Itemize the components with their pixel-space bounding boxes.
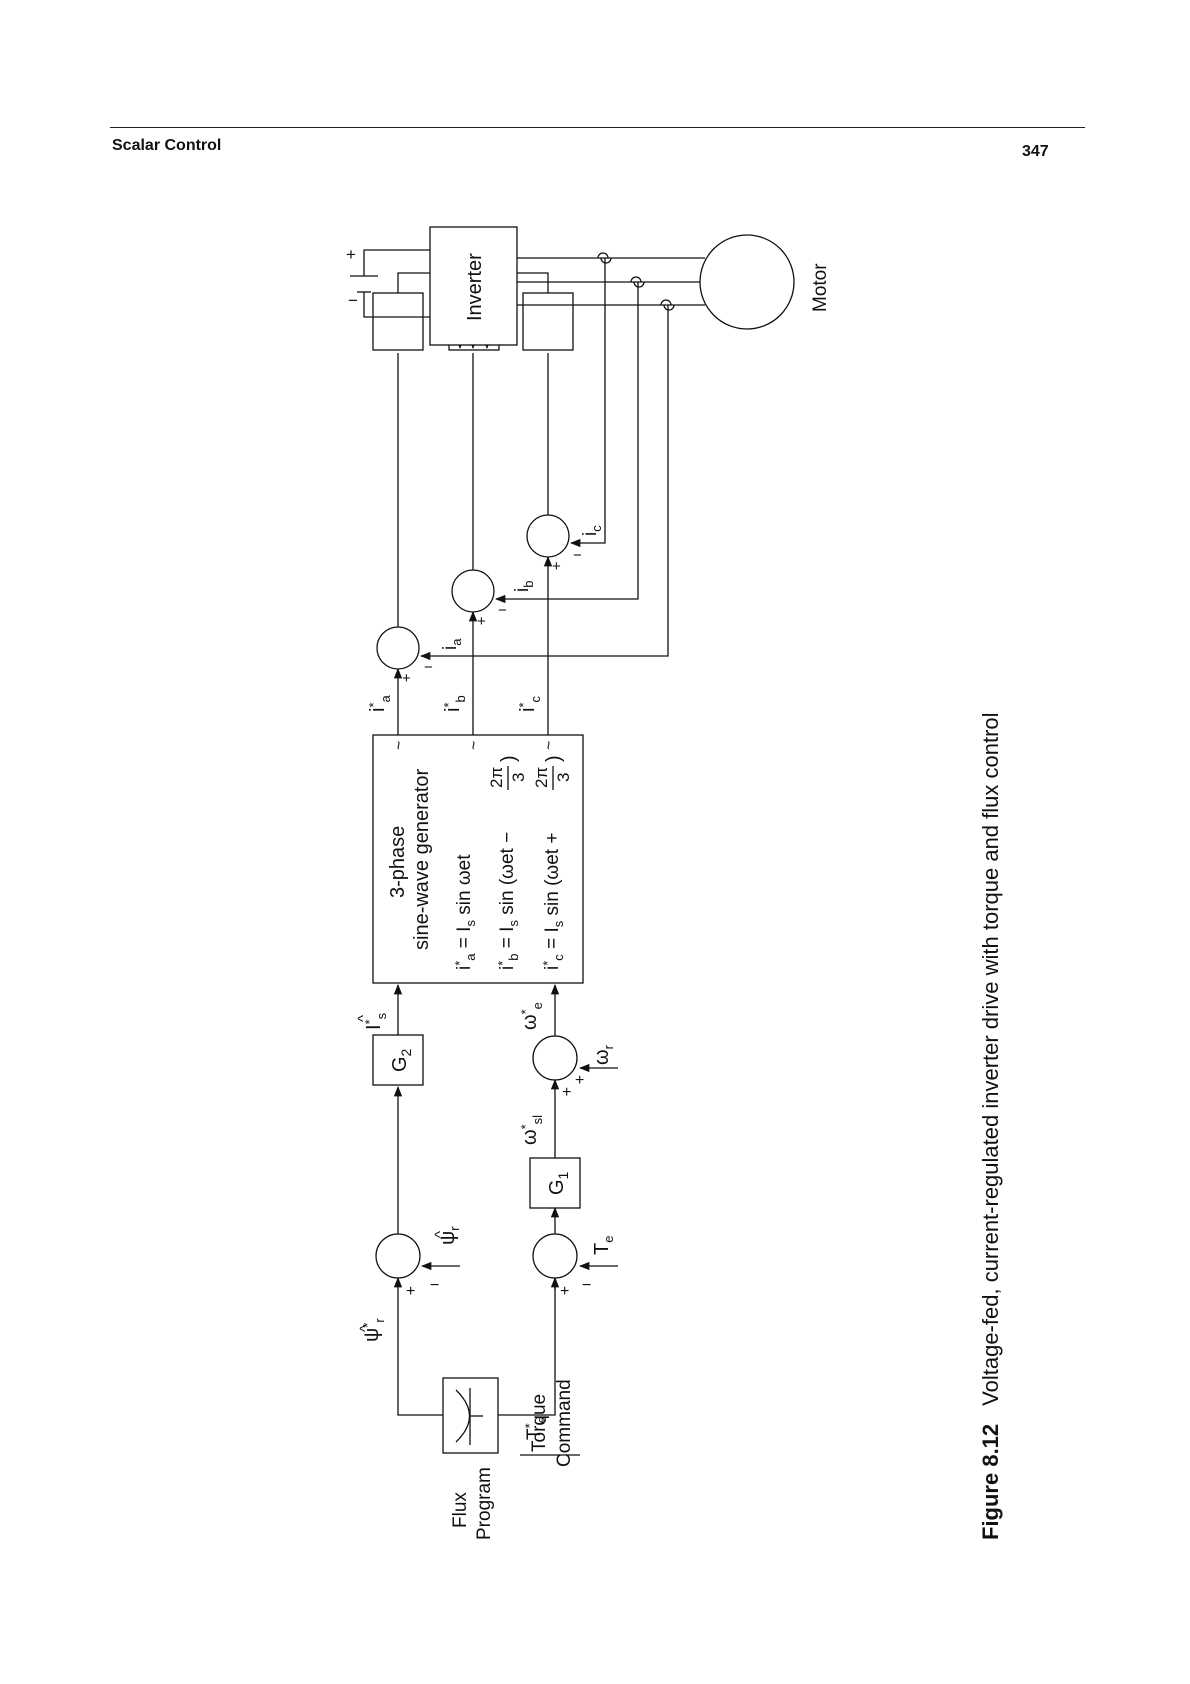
slip-ref-label: ω*sl [518, 1115, 545, 1145]
is-ref-hat: ^ [355, 1015, 372, 1022]
sine-symbol-b: ~ [466, 741, 483, 750]
torque-command-label-2: Command [554, 1379, 575, 1467]
equation-a: i*a = Is sin ωet [452, 854, 478, 970]
rotor-speed-label: ωr [591, 1044, 616, 1065]
fraction-b-close: ) [498, 755, 520, 762]
flux-program-label-2: Program [474, 1467, 495, 1540]
sine-wave-generator-block [372, 734, 584, 984]
generator-title-1: 3-phase [387, 826, 409, 898]
torque-sum-minus: − [582, 1277, 591, 1294]
torque-ref-label: T*e [522, 1416, 549, 1440]
inverter-block [429, 226, 518, 346]
dc-plus-label: + [346, 245, 356, 264]
ia-feedback-line [419, 305, 669, 661]
sine-symbol-a: ~ [391, 741, 408, 750]
equation-c: i*c = Is sin (ωet + [540, 833, 566, 970]
equation-b: i*b = Is sin (ωet − [495, 832, 521, 970]
torque-sum-plus: + [560, 1283, 569, 1300]
ic-sum-plus: + [552, 558, 561, 575]
torque-summing-junction [532, 1233, 578, 1279]
current-sensor-icons [597, 252, 675, 311]
controller-block-c [522, 292, 574, 351]
flux-feedback-label: ψr [437, 1226, 462, 1245]
sine-symbol-c: ~ [541, 741, 558, 750]
header-rule [110, 127, 1085, 128]
dc-source [350, 249, 430, 318]
speed-sum-plus-1: + [562, 1084, 571, 1101]
flux-ref-line [393, 1276, 443, 1416]
ia-ref-label: i*a [366, 694, 393, 712]
torque-ref-line [498, 1278, 556, 1416]
speed-summing-junction [532, 1035, 578, 1081]
is-ref-label: I*s [362, 1012, 389, 1030]
g2-block [372, 1034, 424, 1086]
generator-title-2: sine-wave generator [411, 768, 433, 950]
dc-minus-label: − [348, 291, 358, 310]
g2-label: G2 [389, 1048, 414, 1072]
flux-sum-minus: − [430, 1277, 439, 1294]
figure-caption: Figure 8.12Voltage-fed, current-regulate… [978, 712, 1003, 1540]
ib-sum-minus: − [498, 602, 507, 619]
ic-sum-minus: − [573, 547, 582, 564]
ib-summing-junction [451, 569, 495, 613]
fraction-c-num: 2π [532, 767, 551, 788]
fraction-c-den: 3 [554, 773, 573, 782]
flux-ref-hat: ^ [357, 1325, 374, 1332]
page-number: 347 [1022, 143, 1049, 160]
motor-label: Motor [810, 263, 831, 312]
controller-block-a [372, 292, 424, 351]
motor-symbol [699, 234, 795, 330]
fraction-b-num: 2π [487, 767, 506, 788]
torque-feedback-label: Te [591, 1236, 616, 1255]
ic-ref-label: i*c [516, 695, 543, 712]
ia-sum-plus: + [402, 670, 411, 687]
flux-program-label-1: Flux [450, 1492, 471, 1528]
ib-ref-label: i*b [441, 695, 468, 712]
g1-label: G1 [546, 1171, 571, 1195]
running-head: Scalar Control [112, 137, 222, 154]
ib-feedback-label: ib [512, 581, 536, 592]
ic-feedback-line [569, 258, 606, 548]
fraction-b-den: 3 [509, 773, 528, 782]
flux-summing-junction [375, 1233, 421, 1279]
ib-sum-plus: + [477, 613, 486, 630]
speed-sum-plus-2: + [575, 1072, 584, 1089]
torque-command-label-1: Torque [529, 1394, 550, 1452]
ia-summing-junction [376, 626, 420, 670]
g1-block [529, 1157, 581, 1209]
flux-program-block [442, 1377, 499, 1454]
inverter-label: Inverter [464, 253, 486, 321]
ia-sum-minus: − [424, 659, 433, 676]
flux-sum-plus: + [406, 1283, 415, 1300]
ic-summing-junction [526, 514, 570, 558]
flux-ref-label: ψ*r [360, 1318, 387, 1342]
flux-feedback-hat: ^ [432, 1231, 449, 1238]
ic-feedback-label: ic [580, 525, 604, 536]
ia-feedback-label: ia [440, 638, 464, 650]
ib-feedback-line [494, 282, 639, 604]
sync-ref-label: ω*e [518, 1002, 545, 1030]
fraction-c-close: ) [543, 755, 565, 762]
